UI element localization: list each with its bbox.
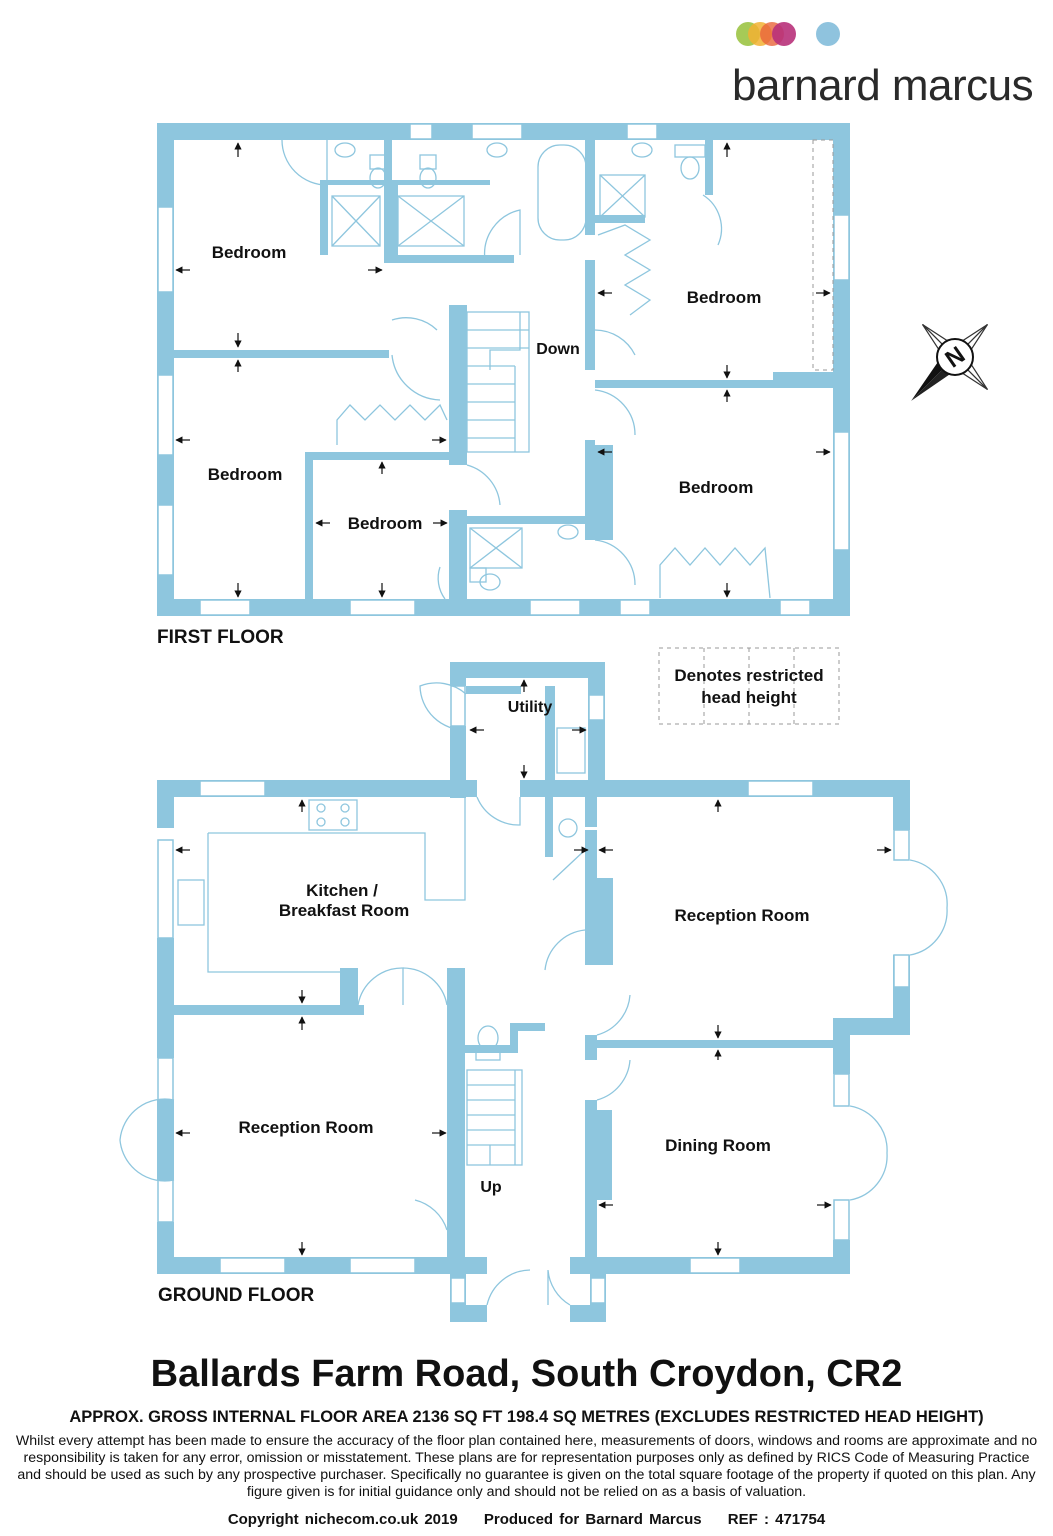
room-label-bedroom-2: Bedroom <box>687 288 762 307</box>
room-label-reception-right: Reception Room <box>674 906 809 925</box>
stairs-up-label: Up <box>480 1179 502 1196</box>
legend-line1: Denotes restricted <box>674 666 823 685</box>
room-label-reception-left: Reception Room <box>238 1118 373 1137</box>
room-label-kitchen-line2: Breakfast Room <box>279 901 409 920</box>
copyright-line: Copyright nichecom.co.uk 2019 Produced f… <box>0 1511 1053 1528</box>
room-label-kitchen-line1: Kitchen / <box>306 881 378 900</box>
floor-area: APPROX. GROSS INTERNAL FLOOR AREA 2136 S… <box>69 1408 984 1426</box>
legend-line2: head height <box>701 688 797 707</box>
ground-floor-measure-arrows <box>175 679 892 1256</box>
room-label-utility: Utility <box>508 699 553 716</box>
brand-name: barnard marcus <box>732 61 1034 110</box>
floor-plan: Bedroom Bedroom Bedroom Bedroom Bedroom … <box>119 123 989 1322</box>
room-label-bedroom-5: Bedroom <box>348 514 423 533</box>
property-address: Ballards Farm Road, South Croydon, CR2 <box>150 1353 903 1395</box>
room-label-dining: Dining Room <box>665 1136 771 1155</box>
first-floor-windows <box>157 123 850 616</box>
disclaimer-text: Whilst every attempt has been made to en… <box>15 1433 1038 1500</box>
reference-number: REF : 471754 <box>727 1511 826 1528</box>
copyright-text: Copyright nichecom.co.uk 2019 <box>227 1511 458 1528</box>
ground-floor-windows <box>157 685 910 1304</box>
room-label-bedroom-3: Bedroom <box>208 465 283 484</box>
footer: Ballards Farm Road, South Croydon, CR2 A… <box>0 1345 1053 1528</box>
first-floor-label: FIRST FLOOR <box>157 627 284 648</box>
ground-floor-label: GROUND FLOOR <box>158 1285 314 1306</box>
brand-dots-icon <box>736 22 840 46</box>
first-floor-fixtures <box>281 139 771 600</box>
ground-floor <box>157 662 910 1322</box>
restricted-height-zone <box>812 139 834 371</box>
ground-floor-fixtures <box>119 682 948 1306</box>
room-label-bedroom-4: Bedroom <box>679 478 754 497</box>
legend: Denotes restricted head height <box>658 647 840 725</box>
produced-for-text: Produced for Barnard Marcus <box>483 1511 702 1528</box>
room-label-bedroom-1: Bedroom <box>212 243 287 262</box>
first-floor-measure-arrows <box>175 142 831 598</box>
brand-logo: barnard marcus <box>730 18 1040 108</box>
compass-icon: N <box>911 323 989 401</box>
stairs-down-label: Down <box>536 341 580 358</box>
